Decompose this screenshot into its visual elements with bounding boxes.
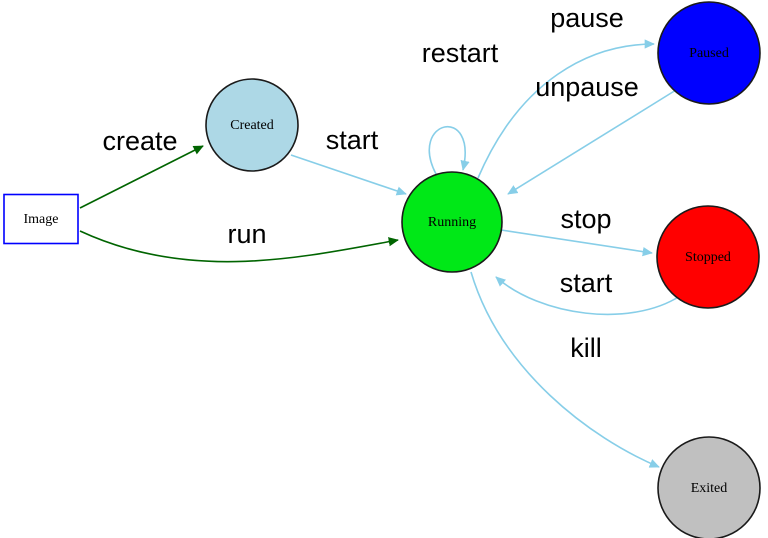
edge-pause[interactable] — [477, 39, 655, 179]
node-shape-stopped — [656, 205, 760, 309]
edge-label-run: run — [227, 219, 266, 249]
node-shape-created — [205, 78, 299, 172]
edge-label-start-stopped: start — [560, 268, 613, 298]
edge-stop[interactable] — [500, 229, 653, 257]
edge-create[interactable] — [79, 145, 204, 209]
edge-label-stop: stop — [560, 204, 611, 234]
edge-restart[interactable] — [428, 125, 470, 175]
edge-label-unpause: unpause — [535, 72, 639, 102]
node-image[interactable]: Image — [3, 193, 79, 245]
edge-label-start-created: start — [326, 125, 379, 155]
node-exited[interactable]: Exited — [657, 436, 761, 538]
edge-label-restart: restart — [422, 38, 499, 68]
edge-unpause[interactable] — [507, 89, 677, 195]
edge-label-pause: pause — [550, 3, 624, 33]
node-shape-paused — [657, 1, 761, 105]
edge-label-create: create — [102, 126, 177, 156]
node-created[interactable]: Created — [205, 78, 299, 172]
node-label-stopped: Stopped — [685, 250, 731, 265]
edge-label-kill: kill — [570, 333, 602, 363]
edge-start-stopped[interactable] — [495, 276, 681, 316]
node-stopped[interactable]: Stopped — [656, 205, 760, 309]
node-label-created: Created — [230, 118, 274, 133]
node-label-exited: Exited — [691, 481, 728, 496]
edge-start-created[interactable] — [290, 154, 407, 196]
node-label-image: Image — [24, 212, 59, 227]
node-label-paused: Paused — [689, 46, 729, 61]
node-paused[interactable]: Paused — [657, 1, 761, 105]
node-running[interactable]: Running — [401, 171, 503, 273]
node-shape-exited — [657, 436, 761, 538]
edge-labels-layer: create run start restart pause unpause stop sta… — [102, 3, 638, 363]
node-label-running: Running — [428, 215, 476, 230]
edges-layer — [79, 39, 681, 468]
node-shape-running — [401, 171, 503, 273]
node-shape-image — [3, 193, 79, 245]
edge-kill[interactable] — [470, 271, 660, 468]
edge-run[interactable] — [79, 230, 399, 263]
